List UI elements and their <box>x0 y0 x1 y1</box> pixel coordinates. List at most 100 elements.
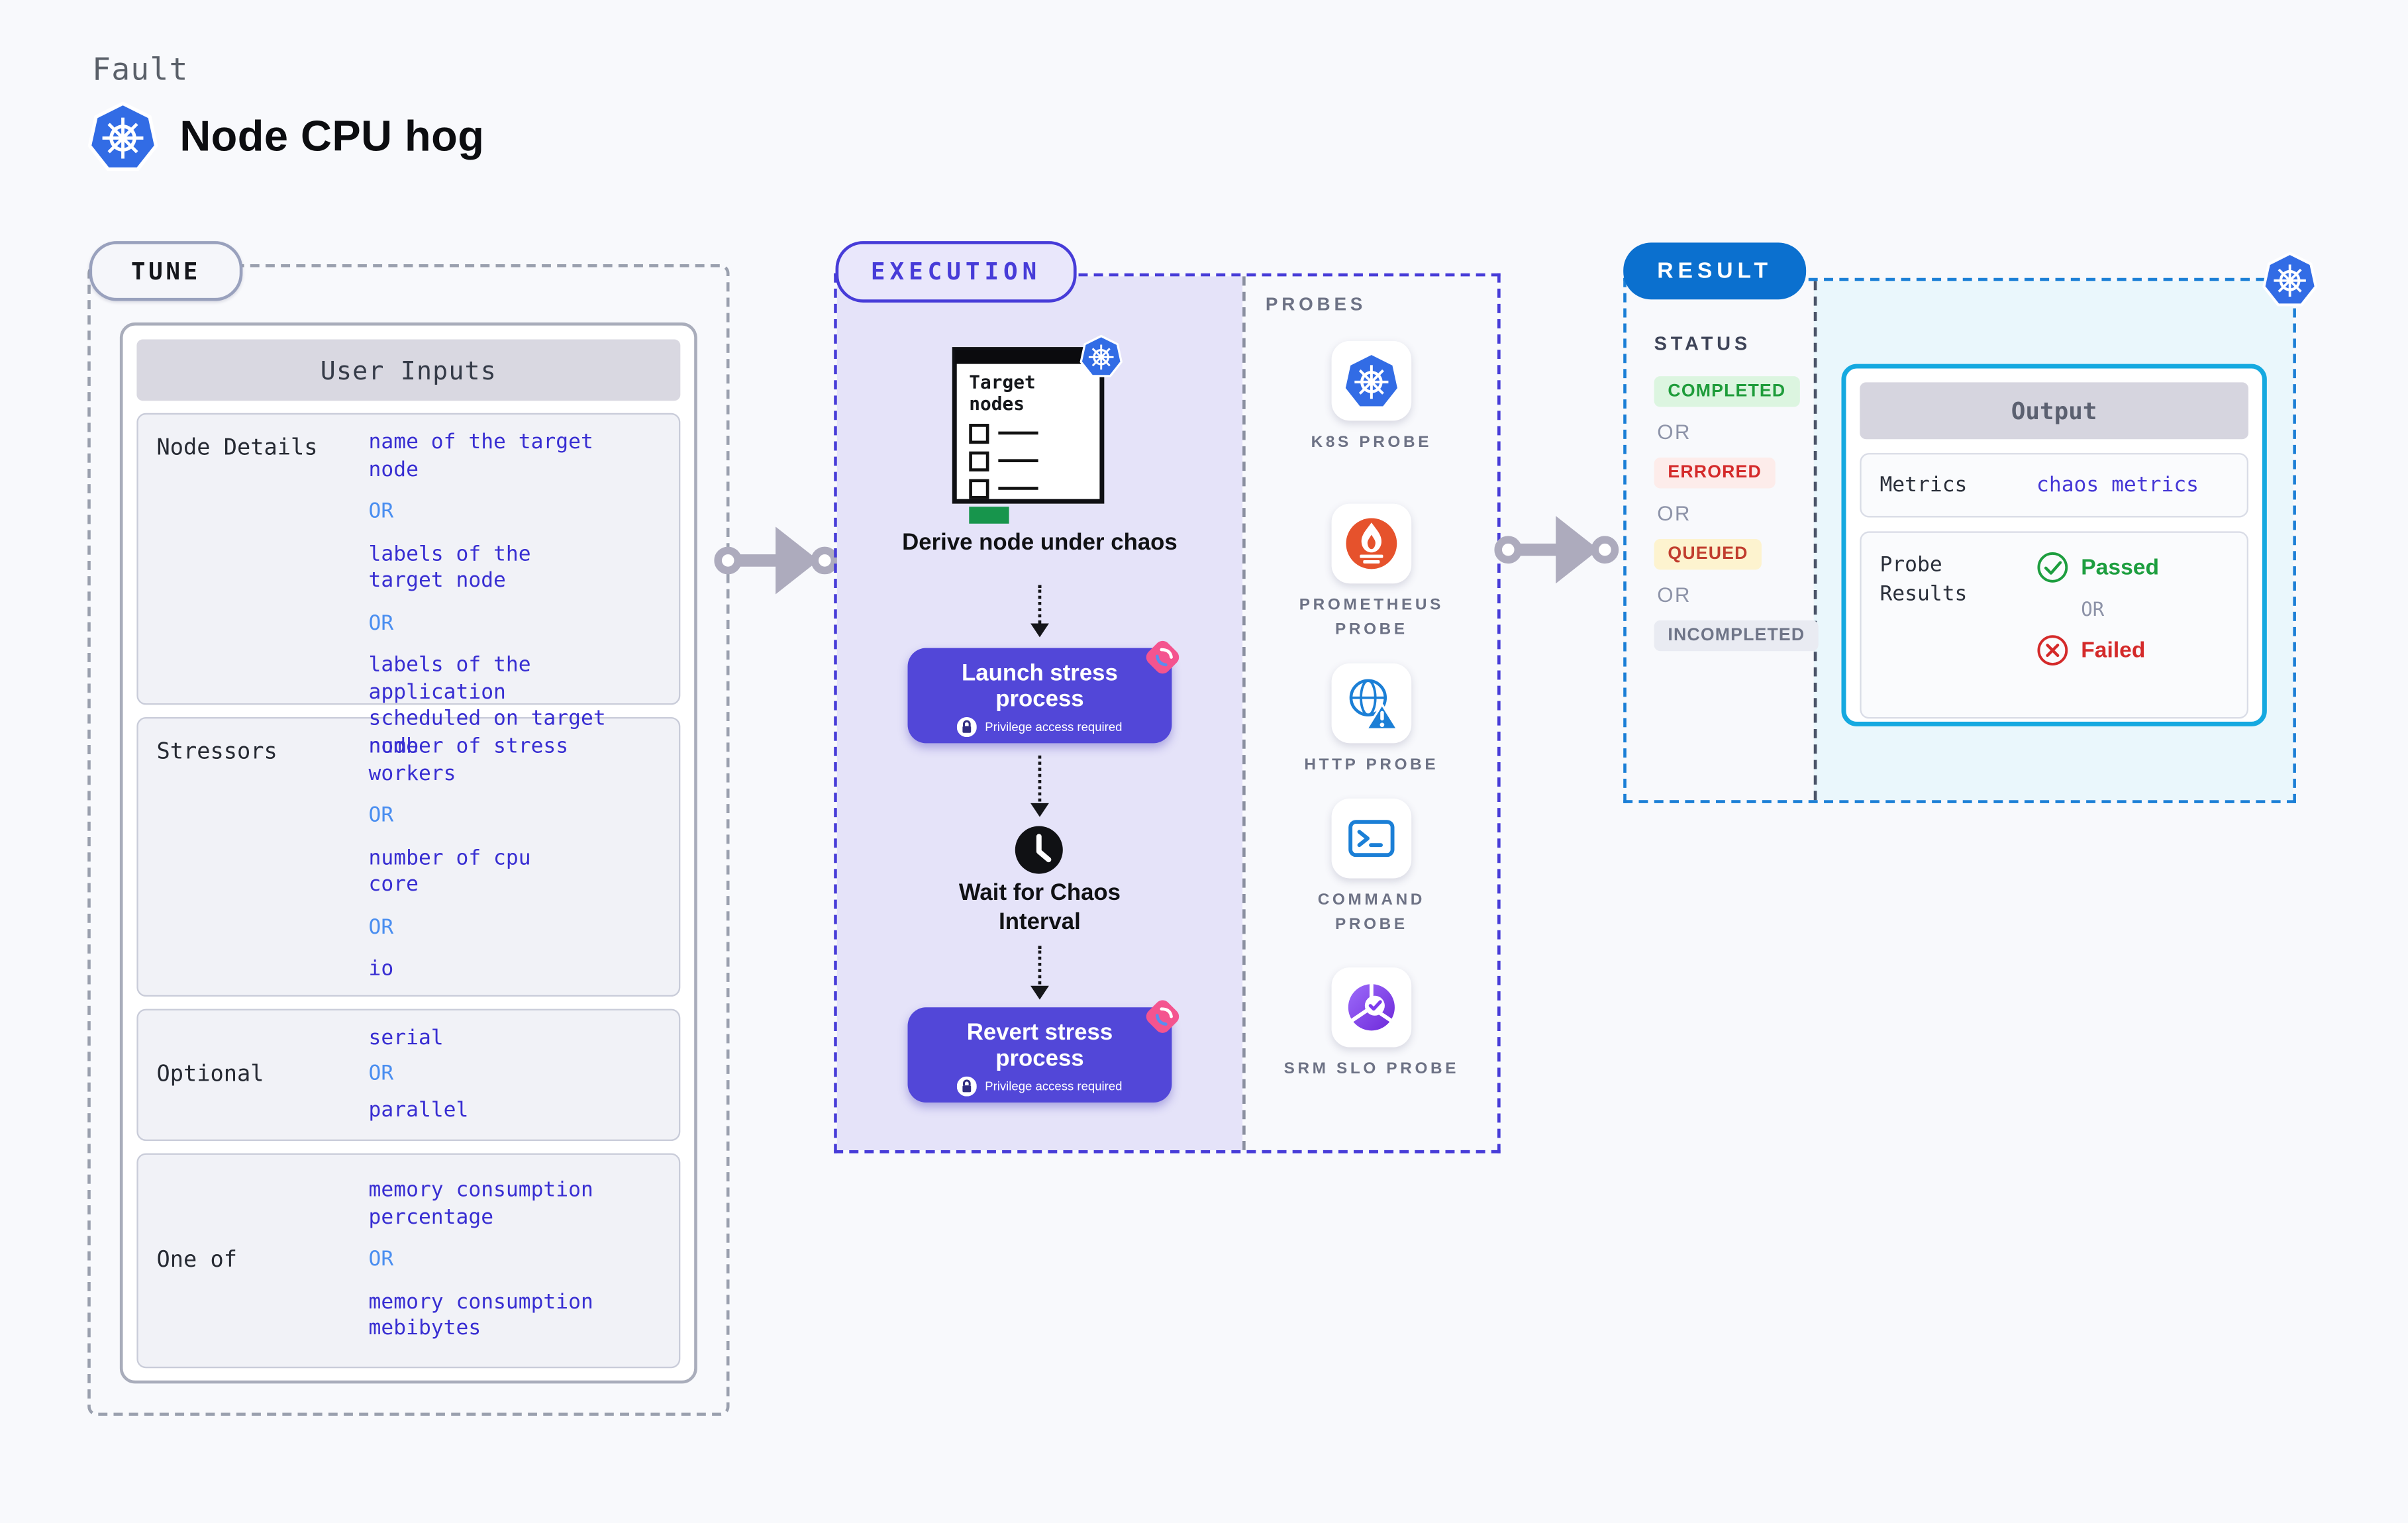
probe-item: K8S PROBE <box>1246 340 1497 456</box>
or-label: OR <box>1657 420 1691 444</box>
failed-line: Failed <box>2036 634 2159 667</box>
input-value: number of cpu core <box>368 845 531 897</box>
green-bar-icon <box>969 506 1009 523</box>
derive-node-label: Derive node under chaos <box>902 530 1178 556</box>
probe-label: PROMETHEUS PROBE <box>1299 595 1444 639</box>
input-value: serial <box>368 1025 444 1050</box>
litmus-ribbon-icon <box>1140 993 1186 1040</box>
step-title: Launch stress process <box>962 660 1118 713</box>
input-row-values: name of the target node OR labels of the… <box>368 430 661 758</box>
execution-to-result-arrow <box>1494 497 1623 602</box>
checkbox-icon <box>969 450 989 471</box>
probe-card <box>1331 503 1412 584</box>
tune-to-execution-arrow <box>714 509 843 613</box>
metrics-row: Metrics chaos metrics <box>1860 453 2249 518</box>
flow-down-arrow <box>1030 585 1049 638</box>
or-label: OR <box>368 499 394 524</box>
probe-card <box>1331 340 1412 421</box>
document-title: Target nodes <box>969 371 1036 415</box>
input-value: number of stress workers <box>368 734 569 786</box>
or-label: OR <box>1657 502 1691 526</box>
input-value: labels of the application scheduled on t… <box>368 653 606 759</box>
tune-badge: TUNE <box>89 241 243 301</box>
input-value: memory consumption mebibytes <box>368 1289 593 1342</box>
checkbox-icon <box>969 478 989 499</box>
probe-item: HTTP PROBE <box>1246 663 1497 778</box>
input-row-node-details: Node Details name of the target node OR … <box>136 413 681 758</box>
input-row-label: Node Details <box>156 436 318 461</box>
slo-pie-icon <box>1344 980 1399 1035</box>
execution-flow: Target nodes Derive node under chaos Lau… <box>837 276 1242 1150</box>
page-title: Node CPU hog <box>179 112 485 160</box>
document-titlebar <box>955 350 1101 364</box>
prometheus-icon <box>1344 516 1399 571</box>
input-row-values: number of stress workers OR number of cp… <box>368 734 661 981</box>
input-value: memory consumption percentage <box>368 1177 593 1230</box>
clock-icon <box>1014 824 1065 875</box>
checkbox-line <box>969 423 1099 444</box>
input-row-stressors: Stressors number of stress workers OR nu… <box>136 716 681 997</box>
checkbox-line <box>969 478 1099 499</box>
probe-item: SRM SLO PROBE <box>1246 967 1497 1082</box>
result-section: STATUS COMPLETED OR ERRORED OR QUEUED OR… <box>1623 278 2296 803</box>
input-value: labels of the target node <box>368 541 531 593</box>
input-row-label: One of <box>156 1248 238 1273</box>
line-icon <box>998 431 1038 436</box>
output-title: Output <box>1860 382 2249 440</box>
metrics-label: Metrics <box>1880 472 1968 497</box>
status-column: STATUS COMPLETED OR ERRORED OR QUEUED OR… <box>1654 333 1819 665</box>
probe-results-row: Probe Results Passed OR Failed <box>1860 531 2249 719</box>
execution-section: Target nodes Derive node under chaos Lau… <box>834 273 1501 1154</box>
kubernetes-icon <box>1342 352 1401 410</box>
litmus-ribbon-icon <box>1140 634 1186 681</box>
or-label: OR <box>368 803 394 828</box>
probes-header: PROBES <box>1265 293 1367 315</box>
failed-label: Failed <box>2081 638 2146 663</box>
status-header: STATUS <box>1654 333 1752 355</box>
lock-icon <box>957 1075 977 1095</box>
input-row-values: memory consumption percentage OR memory … <box>369 1178 661 1344</box>
flow-down-arrow <box>1030 946 1049 1000</box>
checkbox-icon <box>969 423 989 444</box>
wait-chaos-label: Wait for Chaos Interval <box>958 879 1121 935</box>
page-header: Node CPU hog <box>87 101 484 172</box>
probe-label: HTTP PROBE <box>1304 755 1439 774</box>
line-icon <box>998 459 1038 463</box>
kubernetes-icon <box>2262 252 2317 307</box>
passed-line: Passed <box>2036 552 2159 584</box>
input-row-values: serial OR parallel <box>369 1025 661 1124</box>
probe-results-label: Probe Results <box>1880 552 1968 607</box>
status-badge-errored: ERRORED <box>1654 458 1776 489</box>
status-badge-completed: COMPLETED <box>1654 376 1800 407</box>
privilege-note: Privilege access required <box>908 716 1172 736</box>
input-row-label: Stressors <box>156 740 277 765</box>
flow-down-arrow <box>1030 755 1049 817</box>
tune-section: User Inputs Node Details name of the tar… <box>87 264 730 1416</box>
revert-stress-step: Revert stress process Privilege access r… <box>907 1007 1172 1103</box>
probe-card <box>1331 798 1412 879</box>
probe-card <box>1331 967 1412 1048</box>
or-label: OR <box>1657 583 1691 607</box>
user-inputs-title: User Inputs <box>136 339 681 401</box>
terminal-icon <box>1344 811 1399 865</box>
kubernetes-icon <box>87 101 158 172</box>
metrics-value: chaos metrics <box>2036 473 2199 498</box>
passed-label: Passed <box>2081 555 2160 580</box>
line-icon <box>998 486 1038 491</box>
input-row-optional: Optional serial OR parallel <box>136 1008 681 1142</box>
status-badge-queued: QUEUED <box>1654 538 1762 570</box>
input-value: parallel <box>368 1097 469 1122</box>
check-circle-icon <box>2036 552 2069 584</box>
input-row-one-of: One of memory consumption percentage OR … <box>136 1153 681 1369</box>
privilege-note: Privilege access required <box>908 1075 1172 1095</box>
output-card: Output Metrics chaos metrics Probe Resul… <box>1841 364 2267 726</box>
kubernetes-icon <box>1079 335 1123 378</box>
status-badge-incompleted: INCOMPLETED <box>1654 620 1819 652</box>
input-value: name of the target node <box>368 430 593 482</box>
probe-card <box>1331 663 1412 744</box>
result-badge: RESULT <box>1623 242 1807 300</box>
checkbox-line <box>969 450 1099 471</box>
privilege-note-text: Privilege access required <box>985 719 1123 734</box>
or-label: OR <box>2081 597 2105 620</box>
